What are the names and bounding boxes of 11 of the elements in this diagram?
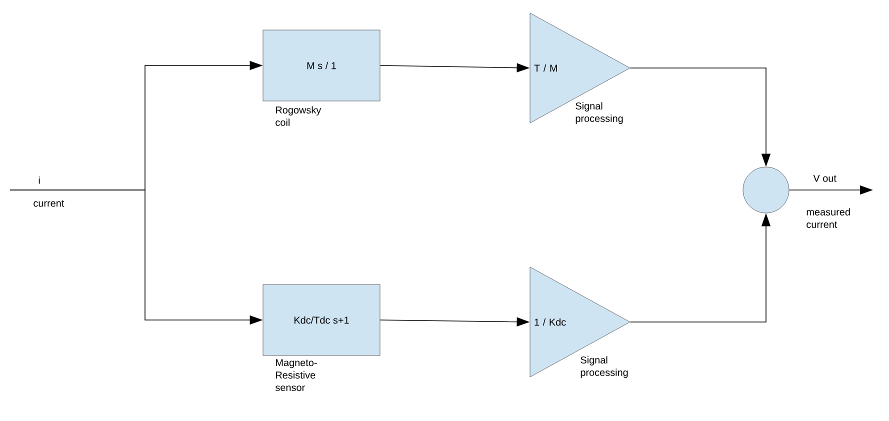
block-caption: Magneto- Resistive sensor — [275, 359, 317, 392]
signal-label: i — [38, 176, 40, 184]
signal-label: current — [34, 200, 64, 207]
block-caption: Signal processing — [580, 356, 628, 378]
transfer-function-box: Kdc/Tdc s+1 — [262, 284, 380, 356]
edge-label: V out — [813, 174, 836, 182]
block-caption: Signal processing — [576, 102, 623, 124]
signal-label: measured current — [806, 208, 850, 228]
block-caption: Rogowsky coil — [276, 106, 322, 126]
transfer-function-box: M s / 1 — [262, 30, 380, 102]
summing-circle — [742, 166, 790, 214]
